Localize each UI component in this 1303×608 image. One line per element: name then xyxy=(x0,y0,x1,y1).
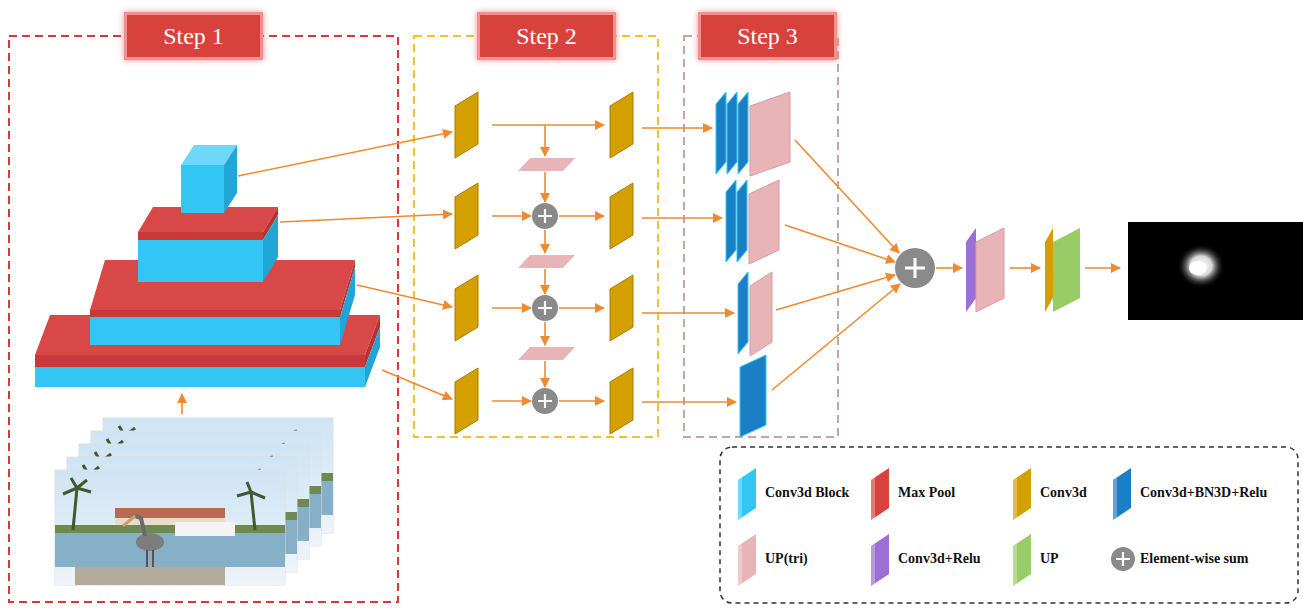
legend-swatch xyxy=(735,466,761,520)
legend-text: UP xyxy=(1040,550,1059,568)
swatch-shape xyxy=(868,466,894,520)
step-label: Step 2 xyxy=(477,12,616,60)
swatch-shape xyxy=(735,466,761,520)
step-label: Step 3 xyxy=(698,12,837,60)
legend-text: Element-wise sum xyxy=(1140,550,1249,568)
legend-swatch xyxy=(1110,466,1136,520)
legend-swatch xyxy=(1010,532,1036,586)
swatch-shape xyxy=(1110,466,1136,520)
legend-swatch xyxy=(1010,466,1036,520)
legend-text: Conv3d+Relu xyxy=(898,550,981,568)
step-label: Step 1 xyxy=(124,12,263,60)
swatch-shape xyxy=(735,532,761,586)
legend-text: Conv3d Block xyxy=(765,484,849,502)
legend-swatch xyxy=(735,532,761,586)
swatch-shape xyxy=(1010,532,1036,586)
swatch-shape xyxy=(868,532,894,586)
sum-symbol xyxy=(1110,532,1136,586)
legend-text: Conv3d xyxy=(1040,484,1087,502)
step-title: Step 2 xyxy=(516,23,577,49)
step-title: Step 1 xyxy=(163,23,224,49)
legend-swatch xyxy=(868,532,894,586)
swatch-shape xyxy=(1110,532,1136,586)
legend-swatch xyxy=(868,466,894,520)
legend-text: UP(tri) xyxy=(765,550,808,568)
step-title: Step 3 xyxy=(737,23,798,49)
swatch-shape xyxy=(1010,466,1036,520)
legend-text: Conv3d+BN3D+Relu xyxy=(1140,484,1267,502)
legend-text: Max Pool xyxy=(898,484,955,502)
